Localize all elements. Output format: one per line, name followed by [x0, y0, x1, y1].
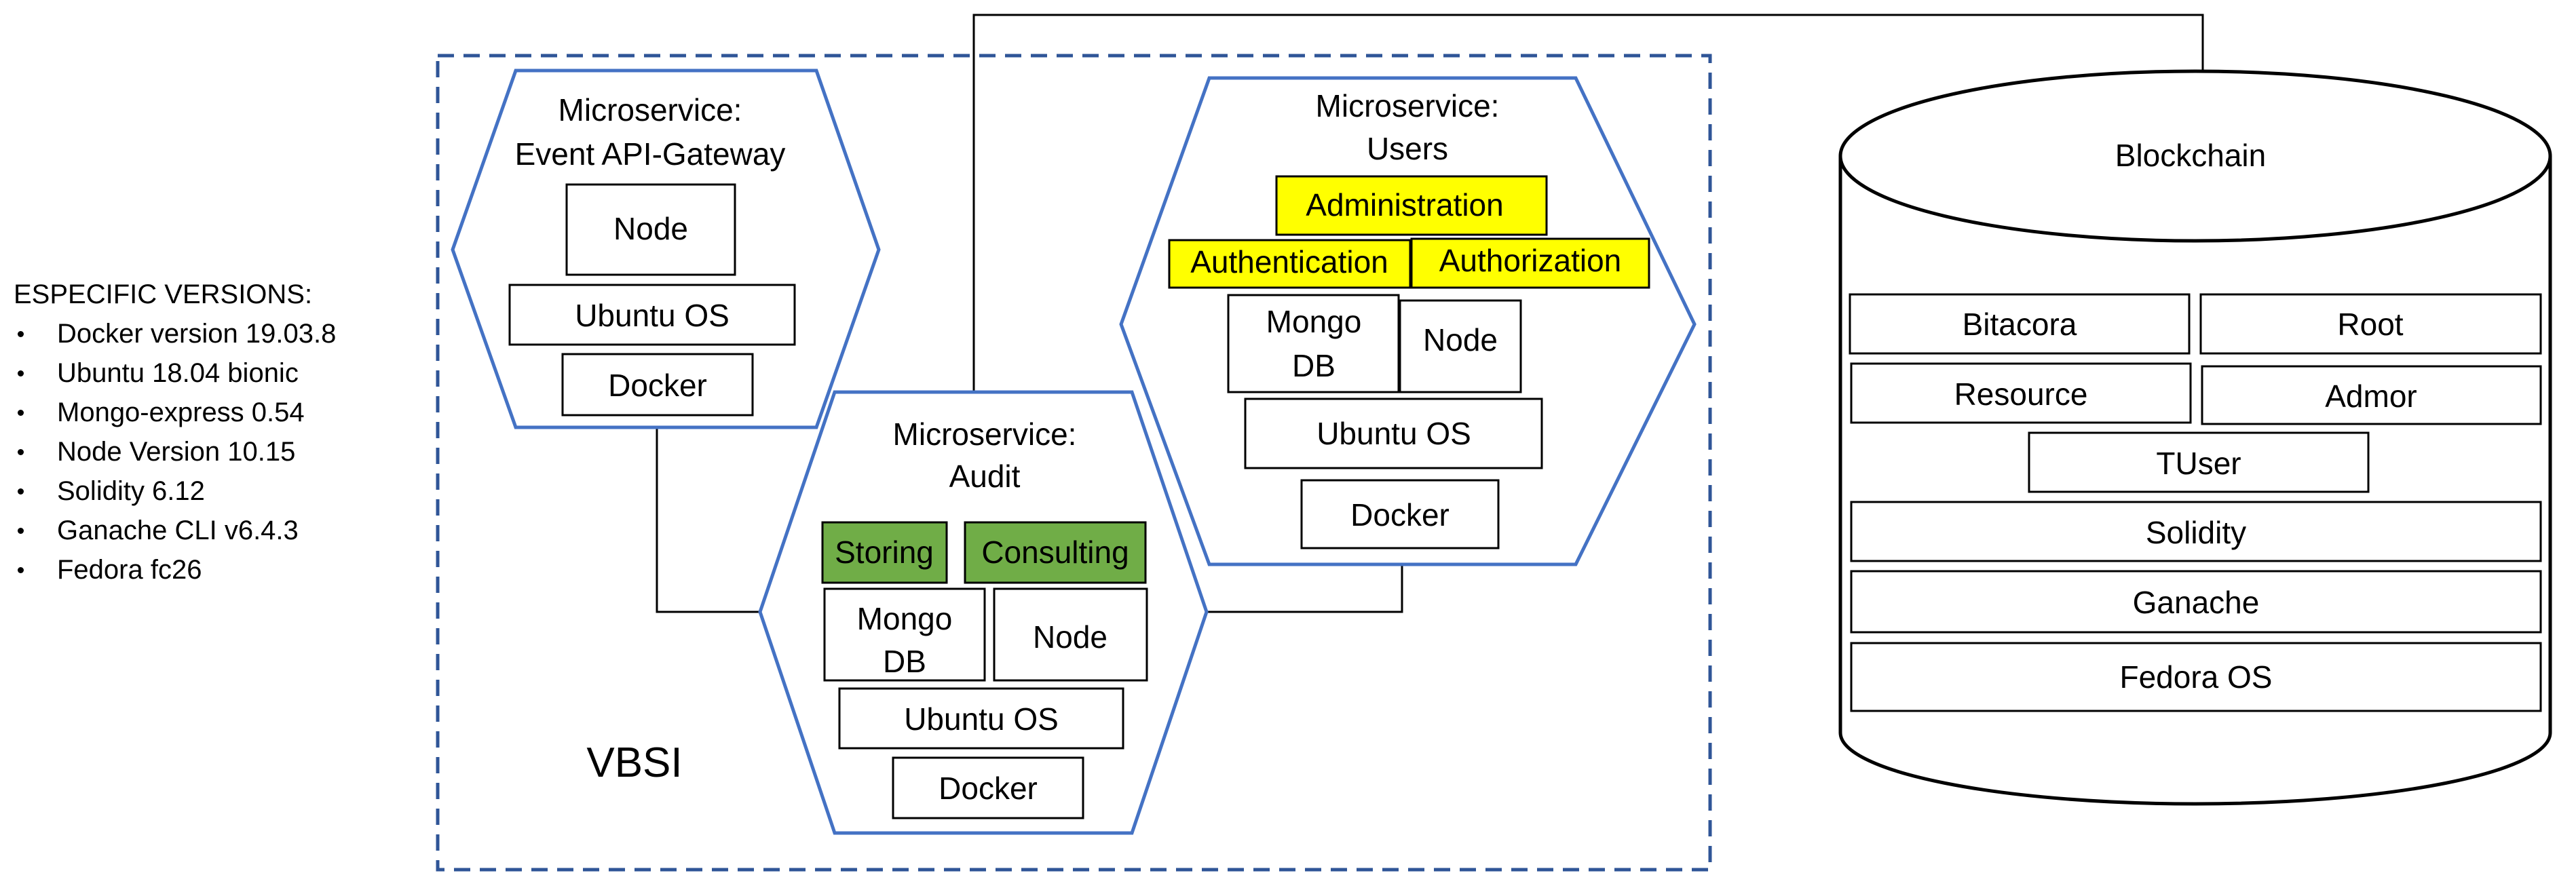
version-item: Ganache CLI v6.4.3 [14, 511, 421, 550]
ganache-label: Ganache [2133, 585, 2260, 620]
users-mongo-line1: Mongo [1266, 304, 1362, 339]
ganache-box [1850, 570, 2542, 634]
vbsi-label: VBSI [586, 739, 682, 786]
specific-versions-heading: ESPECIFIC VERSIONS: [14, 279, 313, 309]
version-item: Solidity 6.12 [14, 471, 421, 511]
tuser-box [2028, 431, 2370, 493]
audit-microservice: Microservice: Audit Storing Consulting M… [758, 390, 1209, 835]
audit-mongo-line1: Mongo [857, 601, 953, 636]
gateway-audit-connector [656, 415, 760, 613]
audit-node-box [993, 587, 1148, 682]
fedora-label: Fedora OS [2120, 659, 2273, 695]
bitacora-box [1849, 293, 2191, 355]
users-mongo-box [1227, 294, 1400, 393]
users-docker-label: Docker [1350, 497, 1450, 533]
blockchain-cylinder-top [1838, 69, 2552, 243]
fedora-box [1850, 642, 2542, 712]
blockchain-title: Blockchain [2115, 138, 2266, 173]
users-mongo-line2: DB [1292, 348, 1336, 383]
audit-mongo-box [823, 587, 986, 682]
users-authentication-label: Authentication [1190, 244, 1388, 279]
gateway-node-label: Node [613, 211, 688, 246]
version-item: Docker version 19.03.8 [14, 314, 421, 353]
users-authorization-box [1410, 237, 1650, 289]
audit-blockchain-connector [972, 14, 2204, 392]
root-label: Root [2337, 307, 2403, 342]
audit-title-line2: Audit [949, 459, 1021, 494]
gateway-docker-box [561, 353, 754, 417]
users-title-line2: Users [1367, 131, 1448, 166]
audit-consulting-label: Consulting [981, 535, 1129, 570]
gateway-docker-label: Docker [608, 368, 707, 403]
audit-storing-box [821, 521, 948, 584]
users-administration-box [1275, 175, 1548, 236]
audit-docker-box [892, 756, 1084, 819]
users-title-line1: Microservice: [1316, 88, 1500, 123]
users-node-label: Node [1423, 322, 1498, 357]
resource-box [1850, 362, 2192, 424]
users-administration-label: Administration [1306, 187, 1503, 222]
audit-ubuntu-label: Ubuntu OS [904, 701, 1059, 737]
version-item: Ubuntu 18.04 bionic [14, 353, 421, 393]
audit-node-label: Node [1033, 619, 1107, 655]
users-authentication-box [1168, 239, 1412, 289]
specific-versions-panel: ESPECIFIC VERSIONS: Docker version 19.03… [14, 275, 421, 589]
bitacora-label: Bitacora [1963, 307, 2077, 342]
resource-label: Resource [1954, 376, 2088, 412]
gateway-microservice: Microservice: Event API-Gateway Node Ubu… [451, 69, 881, 429]
audit-consulting-box [964, 521, 1147, 584]
blockchain: Blockchain Bitacora Root Resource Admor … [1838, 69, 2552, 806]
gateway-title-line2: Event API-Gateway [515, 136, 786, 172]
users-node-box [1399, 299, 1522, 393]
users-docker-box [1300, 479, 1500, 549]
gateway-ubuntu-label: Ubuntu OS [575, 298, 730, 333]
users-ubuntu-label: Ubuntu OS [1317, 416, 1471, 451]
admor-box [2201, 365, 2542, 425]
gateway-node-box [565, 183, 736, 276]
admor-label: Admor [2325, 379, 2417, 414]
audit-ubuntu-box [838, 687, 1124, 750]
version-item: Mongo-express 0.54 [14, 393, 421, 432]
gateway-title-line1: Microservice: [558, 92, 742, 128]
vbsi-container [436, 54, 1712, 872]
audit-docker-label: Docker [939, 771, 1038, 806]
audit-storing-label: Storing [835, 535, 934, 570]
tuser-label: TUser [2156, 446, 2241, 481]
root-box [2199, 293, 2542, 355]
specific-versions-list: Docker version 19.03.8 Ubuntu 18.04 bion… [14, 314, 421, 589]
users-authorization-label: Authorization [1439, 243, 1622, 278]
audit-title-line1: Microservice: [893, 417, 1077, 452]
users-ubuntu-box [1244, 398, 1543, 469]
users-microservice: Microservice: Users Administration Authe… [1119, 76, 1697, 566]
audit-users-connector [1207, 555, 1403, 613]
version-item: Fedora fc26 [14, 550, 421, 589]
gateway-ubuntu-box [508, 284, 796, 346]
audit-mongo-line2: DB [883, 644, 926, 679]
solidity-box [1850, 501, 2542, 562]
solidity-label: Solidity [2146, 515, 2246, 550]
version-item: Node Version 10.15 [14, 432, 421, 471]
